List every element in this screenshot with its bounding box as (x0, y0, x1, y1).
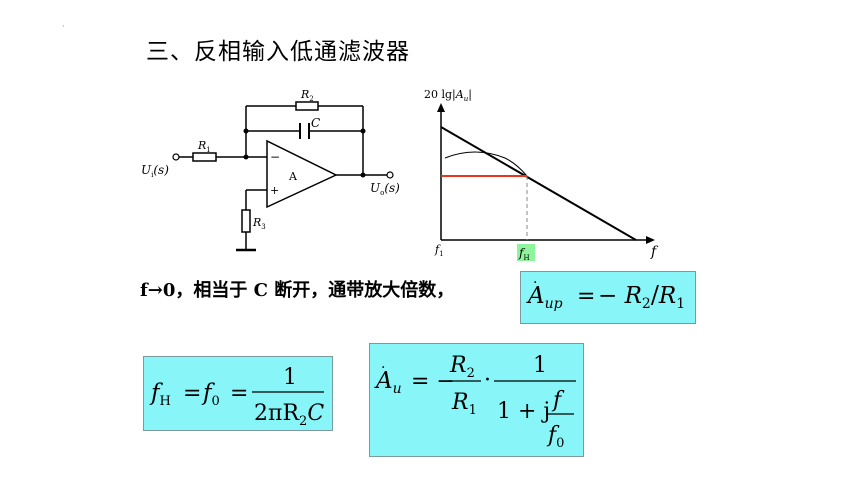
bode-y-arrow (437, 103, 445, 112)
input-terminal (172, 153, 180, 161)
fh-denominator: 2πR2C (254, 401, 324, 429)
resistor-r3 (241, 209, 251, 233)
au-frac1-num: R2 (449, 353, 475, 381)
au-eq: = − (411, 369, 455, 394)
au-lhs: Au (374, 368, 402, 397)
passband-statement: f→0，相当于 C 断开，通带放大倍数， (140, 280, 455, 301)
au-frac2-num: 1 (533, 353, 547, 378)
fh-numerator: 1 (283, 365, 297, 390)
formula-box-passband (520, 271, 696, 324)
bode-x-arrow (646, 236, 655, 244)
bode-y-label: 20 lg|Au| (424, 88, 472, 103)
bode-x-label: f (650, 244, 659, 260)
junction-dot (360, 128, 366, 134)
au-multiply-dot: · (484, 368, 491, 393)
label-minus: − (270, 150, 280, 164)
bode-plot: 20 lg|Au| f1 fH f (424, 88, 659, 262)
au-inner-num: f (551, 388, 565, 413)
passband-rhs: − R2/R1 (598, 281, 685, 312)
fh-highlight (517, 244, 535, 261)
bode-origin-label: f1 (434, 243, 444, 258)
slide-title: 三、反相输入低通滤波器 (146, 39, 410, 65)
fh-lhs: fH (149, 380, 171, 409)
label-r1: R1 (197, 139, 211, 154)
resistor-r1 (192, 152, 217, 162)
passband-dot: · (533, 275, 537, 291)
label-plus: + (270, 184, 279, 197)
fh-eq1: = (183, 381, 201, 406)
opamp-triangle (266, 139, 338, 209)
slide-marker: · (62, 22, 65, 31)
junction-dot (360, 172, 366, 178)
au-inner-den: f0 (546, 423, 564, 451)
passband-lhs: Aup (526, 283, 563, 312)
au-frac2-den: 1 + j (497, 399, 550, 424)
label-amp: A (288, 170, 298, 183)
label-output: Uo(s) (370, 181, 400, 197)
resistor-r2 (295, 101, 319, 111)
formula-box-fh (143, 356, 333, 431)
label-r3: R3 (252, 216, 266, 231)
au-dot: · (381, 360, 385, 376)
label-r2: R2 (300, 88, 314, 103)
bode-asymptote-line (440, 126, 637, 241)
junction-dot (243, 128, 249, 134)
au-frac1-den: R1 (451, 390, 477, 418)
label-input: Ui(s) (141, 163, 169, 179)
formula-box-au (369, 343, 584, 457)
label-c: C (311, 116, 320, 130)
bode-fh-label: fH (518, 246, 530, 262)
fh-eq2: = (230, 381, 248, 406)
passband-eq: = (577, 284, 595, 309)
junction-dot (243, 154, 249, 160)
output-terminal (386, 171, 394, 179)
bode-actual-curve (444, 151, 528, 177)
fh-mid: f0 (201, 380, 220, 409)
